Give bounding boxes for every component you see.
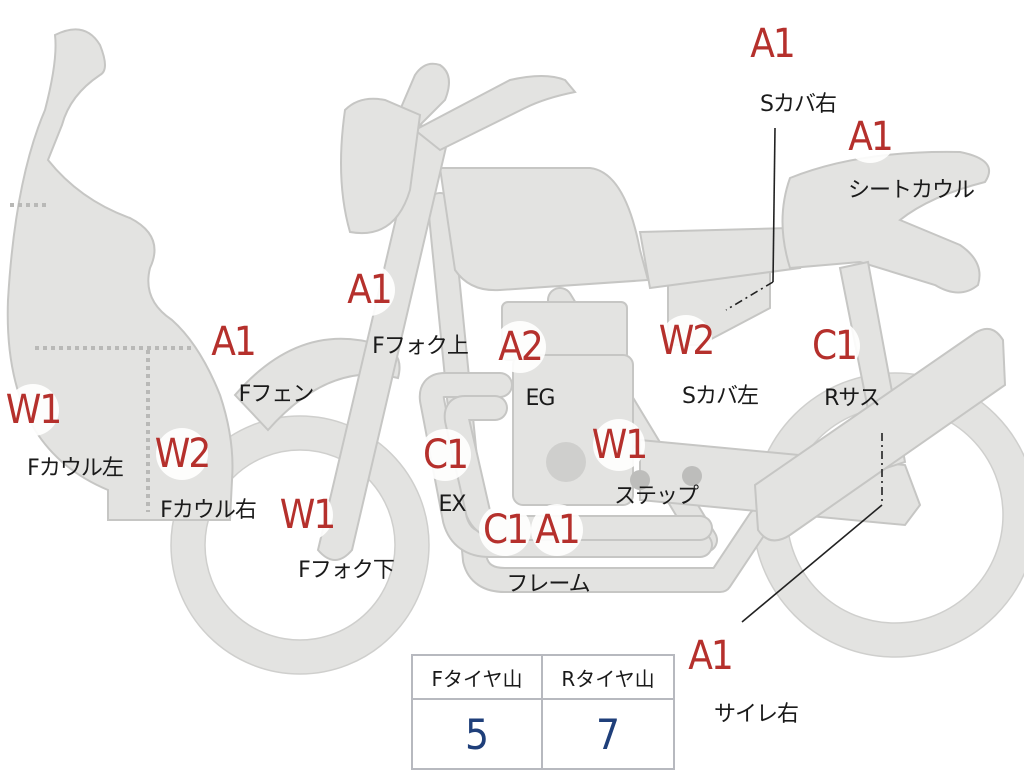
grade-marker-seat-cowl[interactable]: A1 <box>844 111 896 163</box>
label-scover-right: Sカバ右 <box>760 92 837 117</box>
grade-marker-ffork-lower[interactable]: W1 <box>280 489 336 541</box>
grade-marker-ffork-upper[interactable]: A1 <box>343 264 395 316</box>
label-seat-cowl: シートカウル <box>847 178 975 203</box>
seat <box>638 226 802 290</box>
label-rear-sus: Rサス <box>824 386 881 411</box>
fuel-tank <box>438 167 650 292</box>
front-cowl <box>6 28 234 521</box>
grade-marker-ffender[interactable]: A1 <box>207 316 259 368</box>
label-scover-left: Sカバ左 <box>682 384 759 409</box>
grade-marker-engine[interactable]: A2 <box>494 321 546 373</box>
rear-tyre-header: Rタイヤ山 <box>543 656 673 700</box>
grade-marker-fcowl-right[interactable]: W2 <box>155 428 211 480</box>
front-fork <box>316 123 452 561</box>
grade-marker-frame-a[interactable]: A1 <box>531 504 583 556</box>
label-fcowl-left: Fカウル左 <box>27 456 124 481</box>
grade-marker-exhaust[interactable]: C1 <box>419 429 471 481</box>
mirror <box>398 62 450 127</box>
grade-marker-scover-right[interactable]: A1 <box>746 18 798 70</box>
grade-marker-scover-left[interactable]: W2 <box>659 315 715 367</box>
handlebar <box>413 75 577 152</box>
label-engine: EG <box>525 386 556 411</box>
label-fcowl-right: Fカウル右 <box>160 498 257 523</box>
silencer-leader <box>741 504 883 623</box>
label-exhaust: EX <box>438 492 467 517</box>
label-ffender: Fフェン <box>238 382 315 407</box>
grade-marker-frame-c[interactable]: C1 <box>479 504 531 556</box>
grade-marker-rear-sus[interactable]: C1 <box>808 320 860 372</box>
label-ffork-lower: Fフォク下 <box>298 558 395 583</box>
seat-cowl-shape <box>781 150 991 294</box>
tyre-tread-table: Fタイヤ山 Rタイヤ山 5 7 <box>411 654 675 770</box>
front-tyre-value: 5 <box>413 700 543 768</box>
rear-tyre-value: 7 <box>595 709 621 759</box>
label-silencer-right: サイレ右 <box>713 702 799 727</box>
grade-marker-fcowl-left[interactable]: W1 <box>6 384 62 436</box>
front-tyre-header: Fタイヤ山 <box>413 656 543 700</box>
front-wheel <box>170 415 430 675</box>
label-frame: フレーム <box>506 572 590 597</box>
grade-marker-step[interactable]: W1 <box>592 419 648 471</box>
label-step: ステップ <box>613 484 699 509</box>
scover-right-leader <box>772 127 776 283</box>
silencer <box>753 327 1007 542</box>
label-ffork-upper: Fフォク上 <box>372 334 469 359</box>
headlight <box>340 97 422 235</box>
grade-marker-silencer-right[interactable]: A1 <box>684 630 736 682</box>
